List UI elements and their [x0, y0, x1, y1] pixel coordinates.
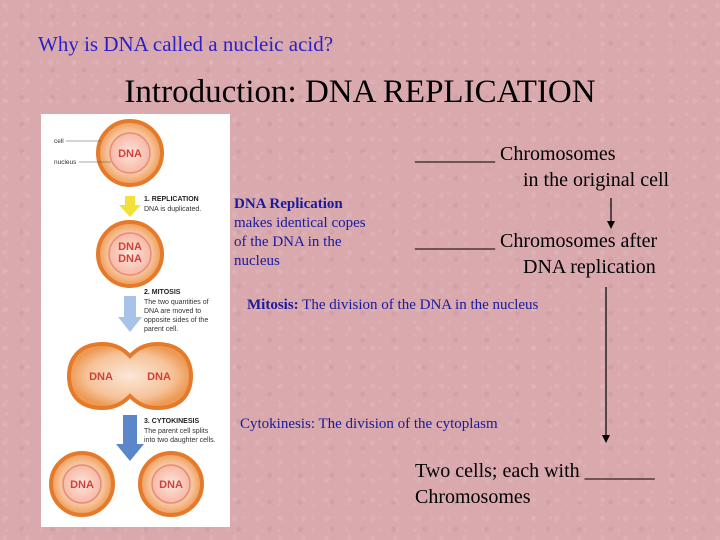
chromosomes-after-line1: ________ Chromosomes after — [415, 230, 658, 252]
mitosis-note: Mitosis: The division of the DNA in the … — [247, 297, 538, 314]
replication-arrow-icon — [119, 196, 141, 217]
dna-label-1: DNA — [118, 148, 142, 160]
cell-label: cell — [54, 138, 64, 145]
step1-desc: DNA is duplicated. — [144, 206, 201, 213]
dna-label-4b: DNA — [159, 479, 183, 491]
cytokinesis-arrow-icon — [116, 415, 144, 461]
long-down-arrow-icon — [602, 287, 610, 443]
dividing-cell: DNA DNA — [66, 341, 194, 411]
mitosis-note-heading: Mitosis: — [247, 297, 299, 313]
original-cell: DNA — [96, 119, 164, 187]
step2-desc-1: The two quantities of — [144, 299, 209, 306]
chromosomes-original-line2: in the original cell — [523, 169, 670, 191]
step2-desc-4: parent cell. — [144, 326, 178, 333]
replication-note-line3: nucleus — [234, 253, 280, 269]
mitosis-arrow-icon — [118, 296, 142, 332]
replication-note-line2: of the DNA in the — [234, 234, 342, 250]
dna-label-2b: DNA — [118, 253, 142, 265]
dna-label-4a: DNA — [70, 479, 94, 491]
step3-desc-2: into two daughter cells. — [144, 437, 216, 444]
mitosis-note-text: The division of the DNA in the nucleus — [298, 297, 539, 313]
step2-desc-2: DNA are moved to — [144, 308, 201, 315]
replication-note: DNA Replication makes identical copes of… — [234, 195, 409, 271]
replication-figure: DNA cell nucleus 1. REPLICATION DNA is d… — [41, 114, 230, 527]
chromosomes-final-line2: Chromosomes — [415, 486, 531, 508]
replicated-cell: DNA DNA — [96, 220, 164, 288]
down-arrow-icon — [607, 198, 615, 229]
replication-note-line1: makes identical copes — [234, 215, 366, 231]
dna-label-3a: DNA — [89, 371, 113, 383]
step2-title: 2. MITOSIS — [144, 289, 181, 296]
step3-title: 3. CYTOKINESIS — [144, 418, 199, 425]
step2-desc-3: opposite sides of the — [144, 317, 208, 324]
chromosomes-after-line2: DNA replication — [523, 256, 656, 278]
slide-title: Introduction: DNA REPLICATION — [124, 74, 596, 110]
dna-label-2a: DNA — [118, 241, 142, 253]
dna-label-3b: DNA — [147, 371, 171, 383]
nucleus-label: nucleus — [54, 159, 77, 166]
step1-title: 1. REPLICATION — [144, 196, 199, 203]
cytokinesis-note: Cytokinesis: The division of the cytopla… — [240, 416, 498, 432]
replication-diagram: DNA cell nucleus 1. REPLICATION DNA is d… — [49, 119, 216, 517]
chromosomes-final-line1: Two cells; each with _______ — [415, 460, 655, 482]
question-heading: Why is DNA called a nucleic acid? — [38, 32, 334, 56]
replication-note-heading: DNA Replication — [234, 196, 343, 212]
daughter-cell-left: DNA — [49, 451, 115, 517]
daughter-cell-right: DNA — [138, 451, 204, 517]
step3-desc-1: The parent cell splits — [144, 428, 209, 435]
chromosomes-original-line1: ________ Chromosomes — [415, 143, 616, 165]
